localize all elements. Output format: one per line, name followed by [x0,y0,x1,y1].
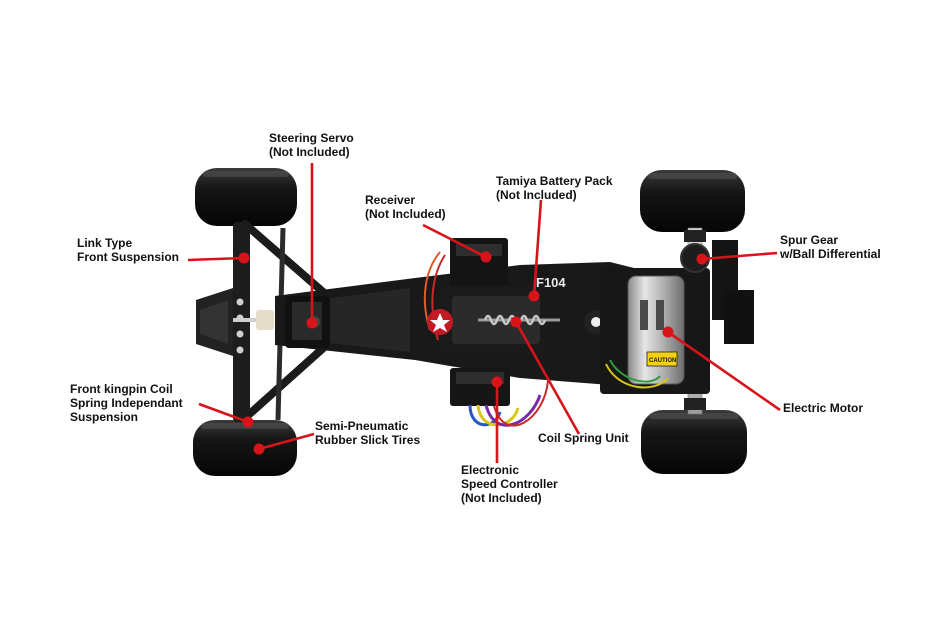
callout-dot-receiver [480,251,492,263]
model-badge: F104 [536,275,566,290]
label-link-suspension-line1: Link Type [77,236,133,250]
rear-left-tire [640,170,745,232]
label-spur-gear: Spur Gear w/Ball Differential [780,233,881,261]
label-esc-line3: (Not Included) [461,491,542,505]
label-kingpin-line1: Front kingpin Coil [70,382,173,396]
rear-right-tire [641,410,747,474]
callout-line-link-suspension [187,256,245,262]
label-battery-pack-line1: Tamiya Battery Pack [496,174,613,188]
callout-line-battery-pack [532,199,543,297]
callout-line-motor [667,330,781,412]
label-battery-pack: Tamiya Battery Pack (Not Included) [496,174,613,202]
front-right-tire [193,420,297,476]
callout-dot-link-suspension [238,252,250,264]
callout-line-kingpin [198,402,249,424]
label-tires-line2: Rubber Slick Tires [315,433,421,447]
label-receiver-line1: Receiver [365,193,416,207]
label-spur-gear-line1: Spur Gear [780,233,839,247]
callout-dot-coil-spring [510,316,522,328]
callout-line-receiver [422,223,487,259]
callout-line-tires [258,432,315,451]
label-kingpin: Front kingpin Coil Spring Independant Su… [70,382,183,424]
front-nose [196,288,274,356]
callout-dots [238,251,708,455]
callout-dot-esc [491,376,503,388]
callout-line-spur-gear [701,251,778,261]
callout-dot-kingpin [242,416,254,428]
spur-gear [680,240,754,344]
label-motor: Electric Motor [783,401,863,415]
callout-dot-tires [253,443,265,455]
label-esc: Electronic Speed Controller (Not Include… [461,463,558,505]
motor-assembly: CAUTION [600,268,710,394]
label-battery-pack-line2: (Not Included) [496,188,577,202]
front-suspension [232,220,334,422]
label-link-suspension-line2: Front Suspension [77,250,179,264]
label-kingpin-line3: Suspension [70,410,139,424]
label-esc-line1: Electronic [461,463,520,477]
label-coil-spring-line1: Coil Spring Unit [538,431,629,445]
callout-line-coil-spring [514,321,581,435]
label-steering-servo: Steering Servo (Not Included) [269,131,354,159]
callout-dot-spur-gear [696,253,708,265]
motor-caution-sticker: CAUTION [649,358,676,364]
label-coil-spring: Coil Spring Unit [538,431,629,445]
label-receiver-line2: (Not Included) [365,207,446,221]
label-tires: Semi-Pneumatic Rubber Slick Tires [315,419,420,447]
label-link-suspension: Link Type Front Suspension [77,236,179,264]
label-receiver: Receiver (Not Included) [365,193,446,221]
label-steering-servo-line2: (Not Included) [269,145,350,159]
callout-lines [187,163,781,463]
label-kingpin-line2: Spring Independant [70,396,183,410]
label-tires-line1: Semi-Pneumatic [315,419,409,433]
callout-dot-battery-pack [528,290,540,302]
front-left-tire [195,168,297,226]
label-steering-servo-line1: Steering Servo [269,131,354,145]
label-spur-gear-line2: w/Ball Differential [780,247,881,261]
label-motor-line1: Electric Motor [783,401,864,415]
label-esc-line2: Speed Controller [461,477,558,491]
callout-dot-motor [662,326,674,338]
callout-dot-steering-servo [306,317,318,329]
